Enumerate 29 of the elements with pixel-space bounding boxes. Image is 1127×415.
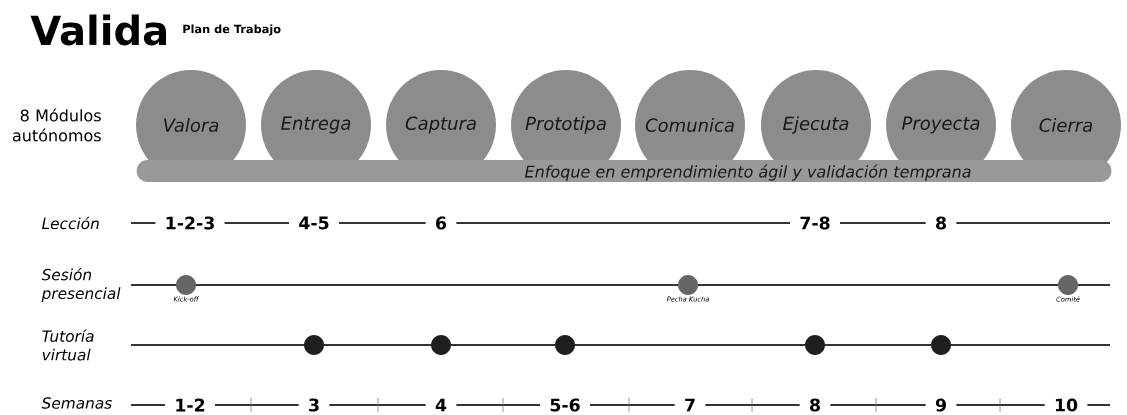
timeline-number: 10 [1044, 395, 1088, 415]
title: Valida [30, 14, 166, 46]
event-dot [176, 275, 196, 295]
tutoring-dot [431, 335, 451, 355]
row-label: Semanas [40, 395, 131, 411]
subtitle: Plan de Trabajo [183, 24, 281, 36]
event-dot [678, 275, 698, 295]
timeline-number: 6 [425, 213, 457, 233]
timeline-number: 8 [799, 395, 831, 415]
timeline-number: 1-2-3 [155, 213, 225, 233]
side-label: 8 Módulos autónomos [12, 108, 101, 142]
event-dot [1058, 275, 1078, 295]
row-label: Tutoría virtual [40, 328, 131, 362]
timeline-number: 7-8 [790, 213, 840, 233]
timeline-number: 9 [925, 395, 957, 415]
timeline-number: 7 [674, 396, 706, 414]
tutoring-dot [805, 335, 825, 355]
row-label: Sesión presencial [40, 266, 131, 304]
timeline-number: 3 [298, 395, 330, 415]
tutoring-dot [931, 335, 951, 355]
timeline-number: 1-2 [165, 395, 215, 415]
timeline-number: 4-5 [289, 213, 339, 233]
timeline-number: 8 [925, 213, 957, 233]
tutoring-dot [304, 335, 324, 355]
row-label: Lección [40, 215, 131, 231]
tutoring-dot [555, 335, 575, 355]
timeline-number: 4 [425, 396, 457, 414]
banner-band: Enfoque en emprendimiento ágil y validación temprana [136, 160, 1112, 182]
timeline-number: 5-6 [540, 395, 590, 415]
